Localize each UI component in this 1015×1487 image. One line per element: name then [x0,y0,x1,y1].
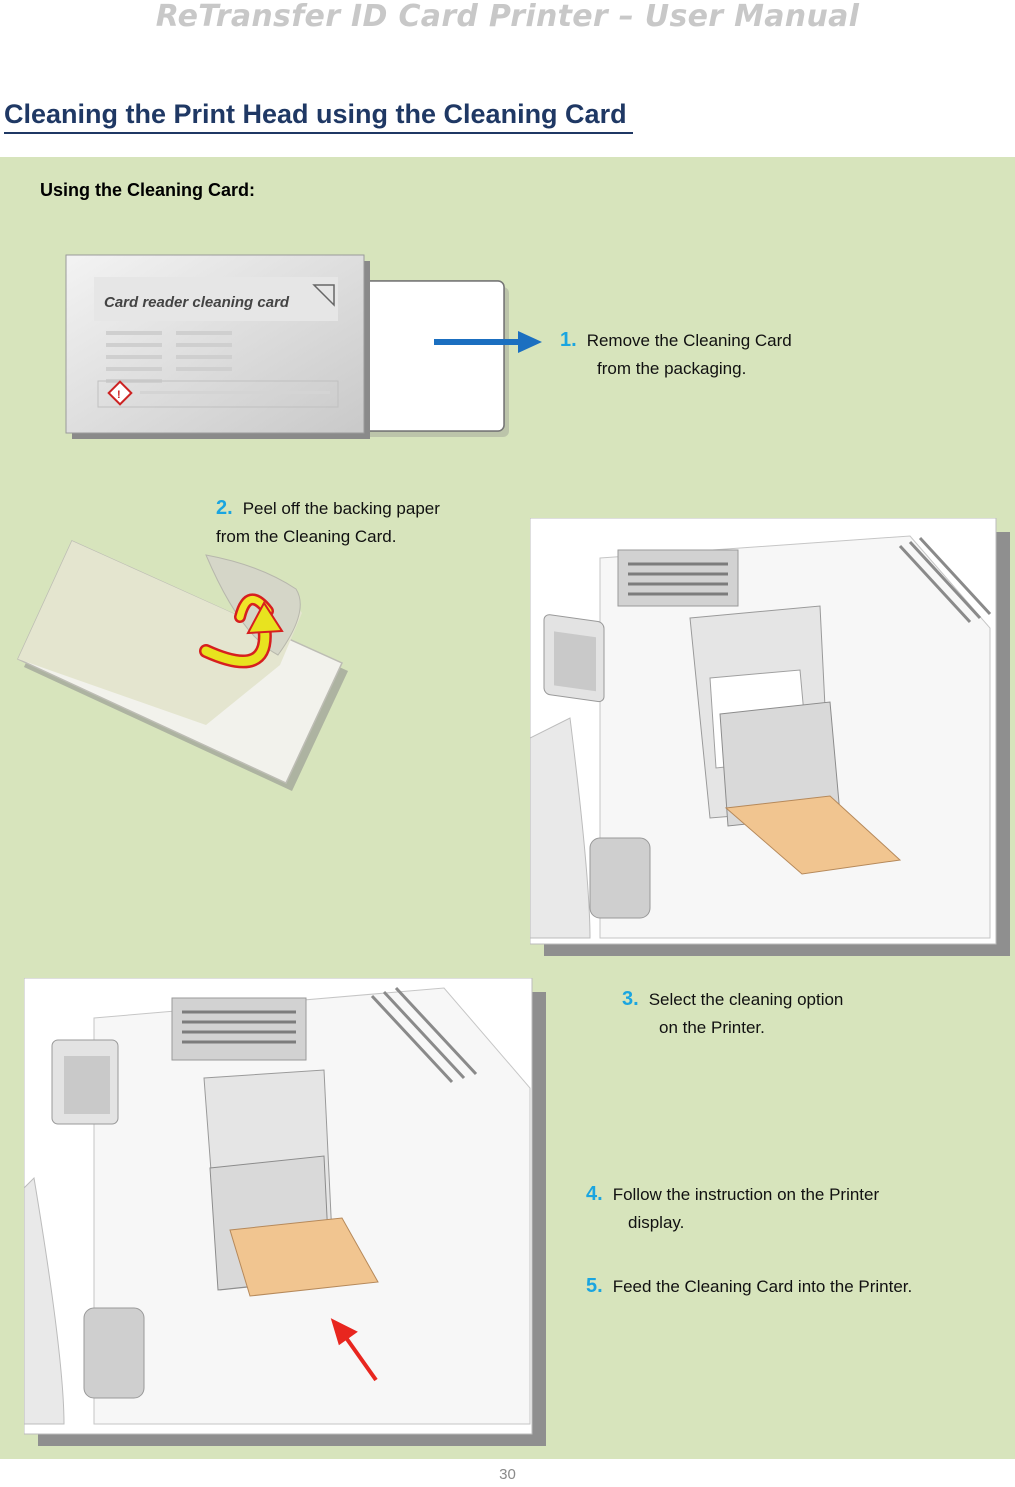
step-5: 5. Feed the Cleaning Card into the Printe… [586,1272,912,1301]
step-3-number: 3. [622,988,639,1010]
step-3-line2: on the Printer. [659,1018,765,1037]
blue-arrow-icon [434,331,542,353]
step-4-line1: Follow the instruction on the Printer [612,1185,880,1204]
step-3-line1: Select the cleaning option [648,990,844,1009]
card-label-text: Card reader cleaning card [104,294,290,311]
panel-heading: Using the Cleaning Card: [40,180,256,200]
step-4: 4.Follow the instruction on the Printer … [586,1180,879,1237]
printer-card-feed-image [24,978,546,1446]
section-title: Cleaning the Print Head using the Cleani… [4,96,633,134]
printer-card-output-image [530,518,1010,956]
step-4-number: 4. [586,1183,603,1205]
step-2: 2. Peel off the backing paper from the Cl… [216,494,440,551]
page-number: 30 [499,1466,516,1483]
manual-header-title: ReTransfer ID Card Printer – User Manual [155,0,860,34]
cleaning-card-package-image: Card reader cleaning card ! [65,254,509,439]
step-1-line1: Remove the Cleaning Card [586,331,792,350]
step-1: 1. Remove the Cleaning Card from the pack… [560,326,792,383]
step-1-number: 1. [560,329,577,351]
step-4-line2: display. [628,1213,685,1232]
step-2-number: 2. [216,497,233,519]
step-5-number: 5. [586,1275,603,1297]
step-1-line2: from the packaging. [597,359,747,378]
step-5-line1: Feed the Cleaning Card into the Printer. [612,1277,913,1296]
step-2-line1: Peel off the backing paper [242,499,440,518]
peeling-card-image [17,540,348,791]
step-2-line2: from the Cleaning Card. [216,527,397,546]
svg-text:!: ! [117,389,121,401]
step-3: 3. Select the cleaning option on the Prin… [622,985,843,1042]
